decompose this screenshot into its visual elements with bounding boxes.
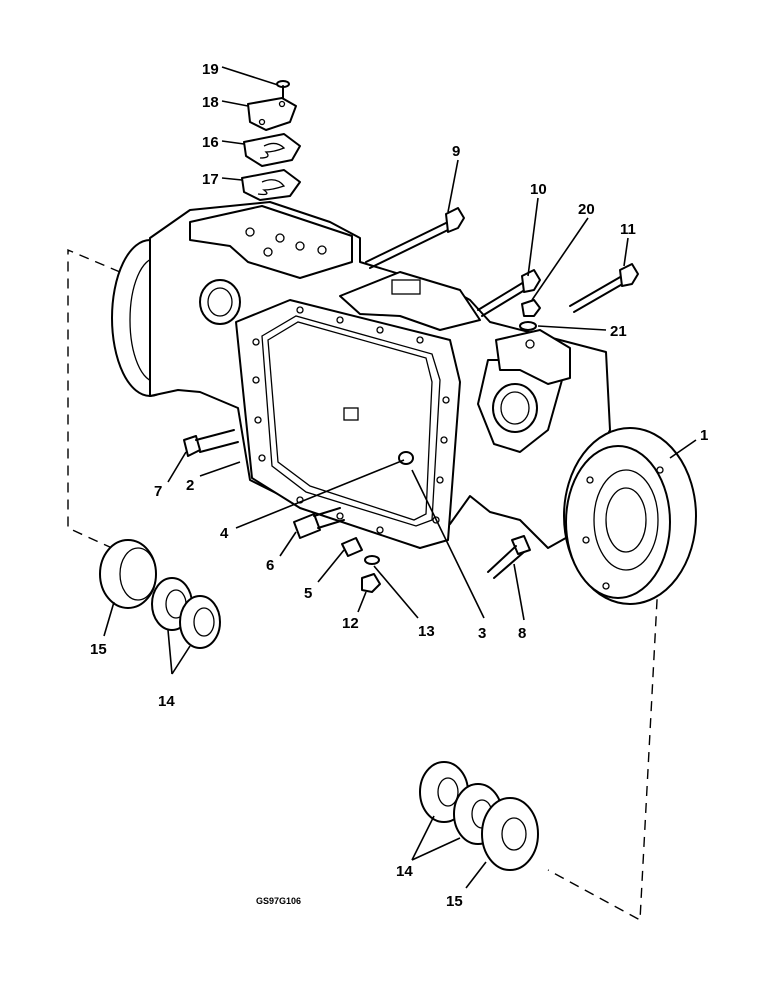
callout-15-right: 15 (446, 893, 463, 910)
callout-19: 19 (202, 61, 219, 78)
bolt-7 (183, 429, 239, 457)
drawing-code: GS97G106 (256, 896, 301, 906)
bolt-6 (293, 507, 345, 539)
dowel-5 (341, 537, 363, 557)
callout-2: 2 (186, 477, 194, 494)
callout-11: 11 (620, 221, 636, 238)
bearing-cup-15-right (481, 797, 539, 871)
callout-1: 1 (700, 427, 708, 444)
gasket-16 (243, 133, 301, 167)
callout-9: 9 (452, 143, 460, 160)
washer-13 (364, 555, 380, 565)
callout-18: 18 (202, 94, 219, 111)
callout-20: 20 (578, 201, 595, 218)
callout-6: 6 (266, 557, 274, 574)
washer-21 (519, 321, 537, 331)
leader-lines (103, 66, 697, 889)
cover-plate-18 (247, 97, 297, 131)
bearing-cup-15-left (99, 539, 157, 609)
gasket-front-opening (235, 299, 461, 549)
callout-21: 21 (610, 323, 627, 340)
bolt-10 (477, 269, 541, 317)
callout-16: 16 (202, 134, 219, 151)
screw-19 (276, 80, 290, 99)
right-flange (563, 427, 697, 605)
callout-labels: 19 18 16 17 9 10 20 11 21 1 7 2 4 6 5 12… (90, 61, 708, 910)
gasket-17 (241, 169, 301, 201)
plug-12 (361, 573, 381, 593)
callout-14-left: 14 (158, 693, 175, 710)
callout-10: 10 (530, 181, 547, 198)
callout-14-right: 14 (396, 863, 413, 880)
plug-20 (521, 299, 541, 317)
callout-17: 17 (202, 171, 219, 188)
callout-13: 13 (418, 623, 435, 640)
callout-3: 3 (478, 625, 486, 642)
bolt-8 (487, 535, 531, 579)
callout-12: 12 (342, 615, 359, 632)
dowel-4 (398, 451, 414, 465)
callout-7: 7 (154, 483, 162, 500)
bolt-11 (569, 263, 639, 313)
callout-15-left: 15 (90, 641, 107, 658)
bearing-14-left-b (179, 595, 221, 649)
bolt-9 (365, 207, 465, 269)
callout-5: 5 (304, 585, 312, 602)
callout-8: 8 (518, 625, 526, 642)
callout-4: 4 (220, 525, 229, 542)
